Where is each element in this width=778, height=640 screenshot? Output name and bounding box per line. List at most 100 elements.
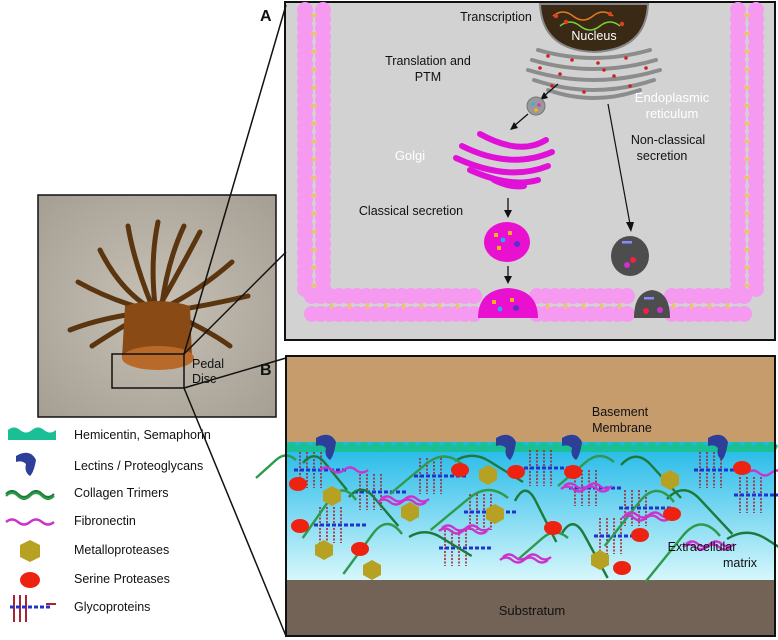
fibronectin [499,556,549,564]
er-label-line1: Endoplasmic [635,90,710,105]
panel-b-letter: B [260,362,272,379]
serine-protease-icon [20,572,40,588]
legend-item-serine-proteases: Serine Proteases [20,572,170,588]
ecm-label-line1: Extracellular [668,540,737,554]
fibronectin [377,498,427,506]
serine-protease [733,461,751,475]
legend-item-glycoproteins: Glycoproteins [10,595,150,622]
metalloprotease-icon [20,540,40,562]
anemone-base [122,346,194,370]
collagen-trimer [408,531,473,558]
connector-to-panel-a-top [183,4,287,355]
serine-protease [544,521,562,535]
fibronectin [319,466,369,474]
serine-protease [663,507,681,521]
fibronectin [560,485,610,493]
legend-item-lectins: Lectins / Proteoglycans [16,452,203,476]
lectin-icon [16,452,36,476]
er-ribosomes [538,54,648,94]
collagen-trimer [302,455,348,491]
metalloprotease [323,486,341,506]
substratum-region [286,580,775,636]
nucleus-label: Nucleus [571,29,616,43]
nucleus-icon [538,3,650,54]
cell-membrane [297,2,764,322]
metalloprotease [315,540,333,560]
fibronectin [621,514,671,522]
hemicentin-layer [286,442,778,452]
fibronectin [682,543,732,551]
fused-classical-vesicle [478,288,538,318]
metalloprotease [401,502,419,522]
fibronectin-icon [5,518,55,526]
metalloprotease [661,470,679,490]
lectin [708,434,728,460]
legend-item-collagen: Collagen Trimers [5,486,168,501]
nonclassical-vesicle-icon [611,236,649,276]
collagen-trimer [348,488,400,527]
glycoprotein [314,507,368,543]
translation-label-line2: PTM [415,70,441,84]
collagen-trimer [389,455,463,495]
legend-item-fibronectin: Fibronectin [5,514,136,528]
collagen-trimer [342,522,403,575]
collagen-trimer [603,489,675,547]
panel-a-letter: A [260,8,272,25]
legend-label: Fibronectin [74,514,136,528]
legend-label: Glycoproteins [74,600,150,614]
transcription-label: Transcription [460,10,532,24]
lectin [316,434,336,460]
collagen-trimer [557,454,615,487]
serine-protease [291,519,309,533]
collagen-trimer [644,523,721,583]
legend-label: Hemicentin, Semaphorin [74,428,211,442]
legend-item-metalloproteases: Metalloproteases [20,540,169,562]
classical-vesicle-icon [484,222,530,262]
serine-protease [451,463,469,477]
ecm-label-line2: matrix [723,556,758,570]
fibronectin [438,527,488,535]
basement-region [286,356,775,442]
golgi-icon [453,131,555,190]
metalloprotease [486,504,504,524]
collagen-trimer [726,531,778,548]
serine-protease [613,561,631,575]
metalloprotease [591,550,609,570]
translation-label-line1: Translation and [385,54,471,68]
panel-b: Basement Membrane Extracellular matrix S… [255,355,778,637]
lectin [496,434,516,460]
legend-label: Serine Proteases [74,572,170,586]
fibronectin [746,469,778,477]
glycoprotein [734,477,778,513]
connector-to-panel-b-top [183,357,287,389]
classical-secretion-label: Classical secretion [359,204,463,218]
anemone-tentacles [67,219,251,349]
basement-membrane-label-line1: Basement [592,405,649,419]
substratum-label: Substratum [499,603,565,618]
legend-label: Metalloproteases [74,543,169,557]
serine-protease [564,465,582,479]
lectin [562,434,582,460]
hemicentin-icon [8,427,56,440]
golgi-label: Golgi [395,148,425,163]
sea-anemone-photo: Pedal Disc [37,194,277,418]
serine-protease [631,528,649,542]
transport-vesicle-icon [526,96,546,116]
serine-protease [289,477,307,491]
panel-b-frame [285,355,776,637]
legend-label: Lectins / Proteoglycans [74,459,203,473]
serine-protease [351,542,369,556]
legend-label: Collagen Trimers [74,486,168,500]
pedal-disc-box [111,353,185,389]
nonclassical-label-line2: secretion [637,149,688,163]
collagen-trimer [255,454,297,479]
collagen-icon [5,489,55,501]
endoplasmic-reticulum-icon [526,48,662,100]
pedal-disc-label-line2: Disc [192,372,216,386]
glycoprotein-icon [10,595,56,622]
metalloprotease [363,560,381,580]
pedal-disc-label-line1: Pedal [192,357,224,371]
panel-a: Transcription Nucleus Translation and PT… [284,1,776,341]
metalloprotease [479,465,497,485]
